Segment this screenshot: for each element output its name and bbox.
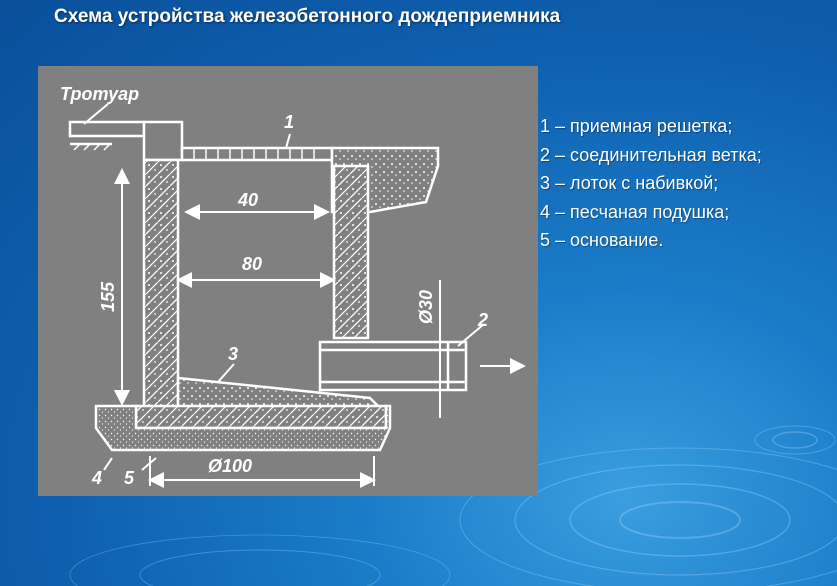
legend-item: 5 – основание. bbox=[540, 230, 664, 250]
legend-item: 3 – лоток с набивкой; bbox=[540, 173, 719, 193]
legend-item: 1 – приемная решетка; bbox=[540, 116, 733, 136]
callout-3: 3 bbox=[228, 344, 238, 364]
callout-1: 1 bbox=[284, 112, 294, 132]
grate bbox=[180, 146, 334, 162]
callout-2: 2 bbox=[477, 310, 488, 330]
slide-title: Схема устройства железобетонного дождепр… bbox=[54, 6, 561, 27]
dimension-d30: Ø30 bbox=[416, 290, 436, 324]
diagram-drawing: Тротуар 1 2 3 4 5 40 80 155 Ø30 Ø100 bbox=[60, 84, 526, 488]
sidewalk-slab bbox=[68, 120, 146, 138]
curb-block bbox=[142, 120, 184, 162]
dimension-40: 40 bbox=[237, 190, 258, 210]
legend-list: 1 – приемная решетка; 2 – соединительная… bbox=[540, 112, 762, 255]
callout-5: 5 bbox=[124, 468, 135, 488]
sidewalk-label: Тротуар bbox=[60, 84, 139, 104]
right-wall bbox=[332, 164, 370, 340]
sand-cushion bbox=[94, 404, 392, 452]
callout-4: 4 bbox=[91, 468, 102, 488]
legend-item: 4 – песчаная подушка; bbox=[540, 201, 730, 222]
dimension-d100: Ø100 bbox=[208, 456, 252, 476]
dimension-80: 80 bbox=[242, 254, 262, 274]
dimension-155: 155 bbox=[98, 281, 118, 312]
base-slab bbox=[134, 404, 388, 430]
storm-inlet-diagram: Тротуар 1 2 3 4 5 40 80 155 Ø30 Ø100 bbox=[38, 66, 538, 496]
legend-item: 2 – соединительная ветка; bbox=[540, 144, 762, 165]
left-wall bbox=[142, 158, 180, 412]
